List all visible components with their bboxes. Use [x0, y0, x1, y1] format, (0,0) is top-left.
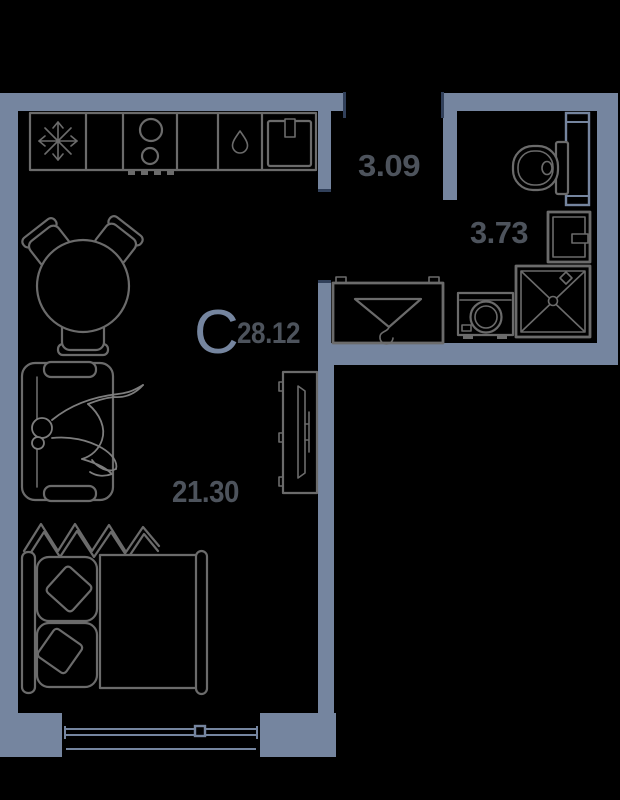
washbasin: [546, 210, 592, 264]
room-door-tick-bottom: [318, 280, 331, 283]
sink-faucet: [284, 118, 296, 138]
main-room-area-label: 21.30: [172, 474, 239, 509]
wall-room-hall-lower: [318, 282, 331, 345]
hallway-area-label: 3.09: [358, 148, 420, 183]
bed: [20, 549, 209, 696]
bed-footboard: [194, 549, 209, 696]
wall-room-right: [318, 343, 334, 757]
toilet-bowl: [511, 144, 560, 192]
wardrobe: [331, 276, 445, 345]
bathroom: [456, 111, 592, 339]
sofa: [20, 360, 144, 503]
droplet-icon: [231, 130, 249, 154]
entrance-frame-tick-right: [441, 92, 444, 118]
tv-stand-outline: [281, 370, 319, 495]
dining-set: [21, 215, 144, 357]
washer-drawer: [461, 324, 472, 332]
wall-top-right: [443, 93, 618, 111]
person-figure: [31, 384, 144, 477]
toilet-flush: [541, 160, 553, 176]
bathroom-door-leaf: [564, 111, 591, 207]
stove-burner-small: [140, 146, 160, 166]
sofa-armrest-top: [42, 360, 98, 379]
washbasin-tap: [571, 233, 589, 244]
washer-drum-outer: [469, 300, 503, 334]
window-jambs: [64, 726, 258, 739]
washer-foot-left: [463, 335, 473, 339]
entrance-frame-tick-left: [343, 92, 346, 118]
tv-stand: [278, 370, 319, 495]
wall-top-left: [0, 93, 345, 111]
tv-mount: [304, 411, 310, 453]
window-handle: [193, 724, 207, 738]
labels: С 28.12 3.09 3.73 21.30: [172, 148, 529, 509]
snowflake-icon: [38, 121, 78, 161]
shower-drain: [547, 295, 559, 307]
shower-tray: [520, 270, 586, 333]
toilet-bowl-inner: [517, 150, 554, 186]
shower: [514, 264, 592, 339]
bathroom-area-label: 3.73: [470, 215, 528, 250]
cushion-bottom: [36, 627, 84, 675]
stove-burner-large: [138, 117, 164, 143]
bed-headboard: [20, 550, 37, 695]
window: [62, 713, 260, 757]
sofa-armrest-bottom: [42, 484, 98, 503]
tv-screen: [297, 385, 306, 479]
wall-left: [0, 93, 18, 757]
cabinet-handles: [128, 170, 174, 175]
stove: [138, 117, 164, 166]
toilet: [511, 140, 570, 196]
wall-hall-bath-divider: [443, 111, 457, 200]
zigzag-decor: [22, 522, 161, 560]
wall-hall-bath-bottom: [318, 343, 618, 365]
entrance-door-opening: [346, 93, 441, 111]
walls: [0, 92, 618, 757]
washing-machine: [456, 291, 515, 339]
wall-room-hall-upper: [318, 111, 331, 192]
cushion-top: [45, 565, 93, 613]
hanger-icon: [353, 297, 423, 345]
unit-type-letter: С: [194, 298, 239, 367]
kitchen-cabinet-dividers: [84, 111, 264, 172]
total-area-label: 28.12: [237, 317, 300, 350]
kitchen-counter: [28, 111, 318, 175]
dining-table: [35, 238, 131, 334]
room-door-tick-top: [318, 189, 331, 192]
wall-bath-right: [597, 93, 618, 365]
shower-handle: [559, 271, 573, 285]
washer-drum-inner: [474, 305, 498, 329]
washer-foot-right: [497, 335, 507, 339]
wardrobe-outline: [331, 281, 445, 345]
kitchen-sink: [266, 118, 313, 168]
bed-duvet: [98, 553, 199, 690]
